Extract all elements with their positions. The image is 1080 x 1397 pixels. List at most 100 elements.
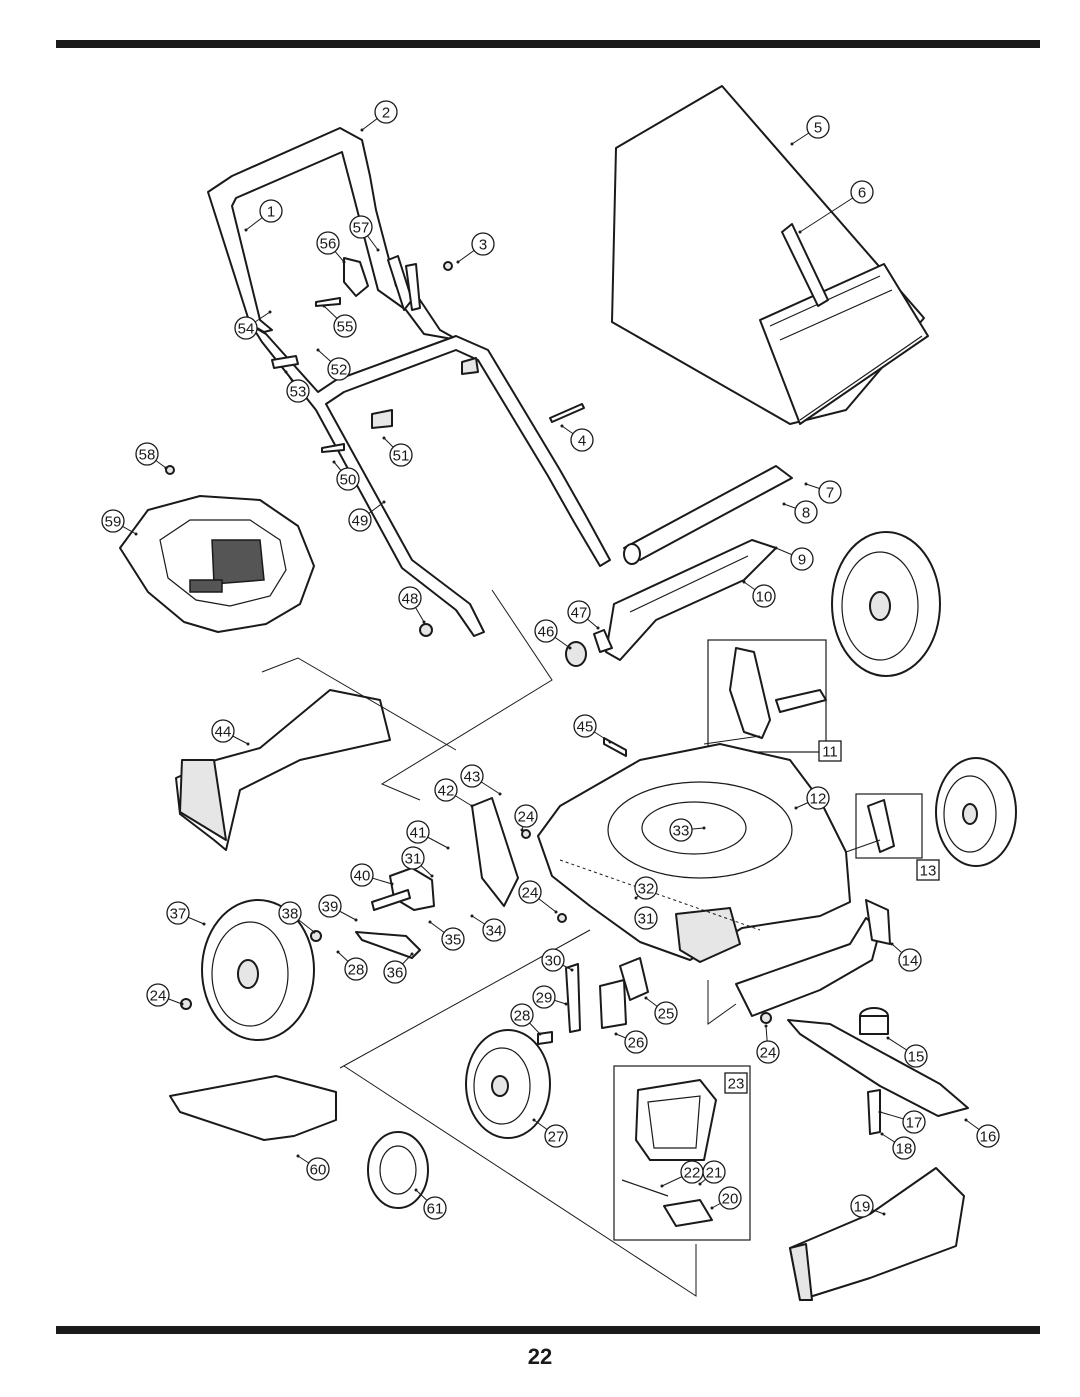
callout-28: 28 bbox=[510, 1003, 542, 1036]
spring-and-bushing bbox=[565, 629, 613, 667]
callout-61: 61 bbox=[414, 1188, 447, 1220]
callout-leader-tip bbox=[886, 1036, 890, 1040]
mower-deck bbox=[537, 743, 851, 963]
callout-leader-tip bbox=[764, 1024, 768, 1028]
callout-number: 55 bbox=[337, 319, 354, 336]
callout-marker bbox=[286, 379, 310, 403]
callout-marker bbox=[327, 357, 351, 381]
callout-marker bbox=[850, 180, 874, 204]
callout-marker bbox=[211, 719, 235, 743]
callout-number: 24 bbox=[518, 809, 535, 826]
callout-marker bbox=[534, 619, 558, 643]
callout-number: 31 bbox=[638, 911, 655, 928]
height-bracket-42 bbox=[471, 797, 519, 907]
callout-leader-tip bbox=[414, 1188, 418, 1192]
callout-marker bbox=[460, 764, 484, 788]
callout-number: 26 bbox=[628, 1035, 645, 1052]
callout-number: 17 bbox=[906, 1115, 923, 1132]
callout-41: 41 bbox=[406, 820, 450, 850]
lower-handle bbox=[251, 325, 611, 637]
callout-24: 24 bbox=[756, 1024, 780, 1064]
callout-marker bbox=[624, 1030, 648, 1054]
callout-12: 12 bbox=[794, 786, 830, 810]
axle-plate bbox=[371, 867, 435, 911]
callout-leader-tip bbox=[608, 740, 612, 744]
callout-marker bbox=[567, 600, 591, 624]
small-hardware bbox=[165, 255, 881, 1135]
callout-28: 28 bbox=[336, 950, 368, 981]
callout-leader-tip bbox=[798, 230, 802, 234]
callout-43: 43 bbox=[460, 764, 502, 796]
callout-leader-tip bbox=[890, 942, 894, 946]
front-wheel-lower bbox=[465, 1029, 551, 1139]
callout-leader-tip bbox=[538, 1032, 542, 1036]
rear-bracket bbox=[605, 539, 777, 661]
callout-15: 15 bbox=[886, 1036, 928, 1068]
callout-number: 25 bbox=[658, 1006, 675, 1023]
callout-leader-tip bbox=[532, 1118, 536, 1122]
rear-wheel-upper bbox=[831, 531, 941, 677]
callout-number: 52 bbox=[331, 362, 348, 379]
callout-number: 30 bbox=[545, 953, 562, 970]
callout-32: 32 bbox=[634, 876, 658, 900]
callout-number: 50 bbox=[340, 472, 357, 489]
height-adjuster-11-box bbox=[707, 639, 827, 753]
callout-26: 26 bbox=[614, 1030, 648, 1054]
callout-leader-tip bbox=[470, 914, 474, 918]
callout-leader-tip bbox=[782, 502, 786, 506]
callout-45: 45 bbox=[573, 714, 612, 744]
callout-52: 52 bbox=[316, 348, 351, 381]
callout-17: 17 bbox=[878, 1110, 926, 1134]
callout-number: 58 bbox=[139, 447, 156, 464]
mulch-door-box bbox=[613, 1065, 751, 1241]
side-discharge-chute bbox=[169, 1075, 337, 1141]
callout-leader-tip bbox=[246, 742, 250, 746]
callout-23: 23 bbox=[724, 1072, 748, 1094]
callout-marker bbox=[976, 1124, 1000, 1148]
callout-55: 55 bbox=[322, 304, 357, 338]
callout-marker bbox=[902, 1110, 926, 1134]
callout-marker bbox=[806, 115, 830, 139]
callout-leader-tip bbox=[880, 1132, 884, 1136]
callout-number: 59 bbox=[105, 514, 122, 531]
callout-marker bbox=[532, 985, 556, 1009]
callout-number: 8 bbox=[802, 505, 810, 522]
callout-marker bbox=[570, 428, 594, 452]
callout-leader-tip bbox=[878, 1110, 882, 1114]
callout-number: 15 bbox=[908, 1049, 925, 1066]
callout-marker bbox=[634, 876, 658, 900]
callout-leader-tip bbox=[410, 952, 414, 956]
callout-54: 54 bbox=[234, 310, 272, 340]
callout-leader-tip bbox=[614, 1032, 618, 1036]
callout-leader-tip bbox=[564, 1002, 568, 1006]
callout-10: 10 bbox=[742, 580, 776, 608]
callout-39: 39 bbox=[318, 894, 358, 922]
callout-marker bbox=[278, 901, 302, 925]
callout-7: 7 bbox=[804, 480, 842, 504]
callout-marker bbox=[336, 467, 360, 491]
callout-leader-tip bbox=[644, 996, 648, 1000]
blade bbox=[787, 1019, 969, 1117]
callout-24: 24 bbox=[514, 804, 538, 832]
callout-51: 51 bbox=[382, 436, 413, 467]
callout-leader-tip bbox=[568, 646, 572, 650]
callout-leader-tip bbox=[390, 882, 394, 886]
callout-22: 22 bbox=[660, 1160, 704, 1188]
callout-marker bbox=[806, 786, 830, 810]
callout-marker bbox=[349, 215, 373, 239]
callout-16: 16 bbox=[964, 1118, 1000, 1148]
callout-labels: 1234567891011121314151617181920212223242… bbox=[101, 100, 1000, 1220]
callout-number: 22 bbox=[684, 1165, 701, 1182]
callout-leader-tip bbox=[134, 532, 138, 536]
callout-number: 21 bbox=[706, 1165, 723, 1182]
callout-number: 12 bbox=[810, 791, 827, 808]
callout-number: 1 bbox=[267, 204, 275, 221]
callout-number: 24 bbox=[522, 885, 539, 902]
callout-31: 31 bbox=[401, 846, 434, 878]
callout-number: 51 bbox=[393, 448, 410, 465]
callout-leader-tip bbox=[794, 806, 798, 810]
callout-number: 40 bbox=[354, 868, 371, 885]
callout-leader-tip bbox=[268, 310, 272, 314]
callout-marker bbox=[904, 1044, 928, 1068]
callout-6: 6 bbox=[798, 180, 874, 234]
